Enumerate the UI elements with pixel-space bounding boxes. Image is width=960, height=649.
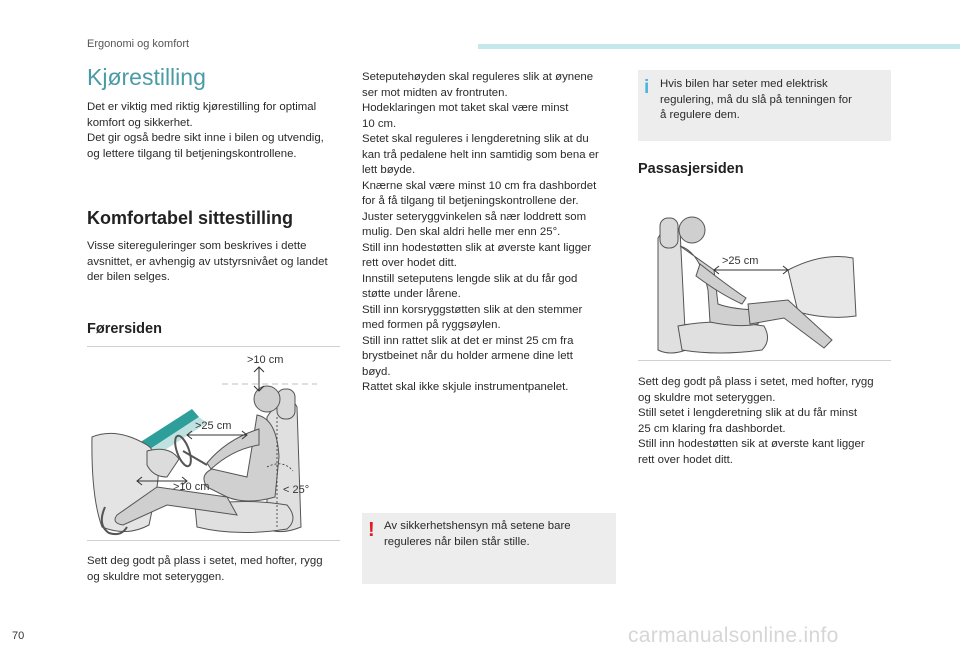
header-accent-bar [478, 44, 960, 49]
comfort-heading: Komfortabel sittestilling [87, 208, 294, 228]
passenger-caption: Sett deg godt på plass i setet, med hoft… [638, 376, 874, 466]
watermark: carmanualsonline.info [628, 624, 839, 647]
passenger-figure-bottom-rule [638, 360, 891, 361]
info-text: Hvis bilen har seter med elektrisk regul… [660, 78, 852, 121]
passenger-heading: Passasjersiden [638, 161, 744, 177]
info-icon: i [644, 77, 650, 98]
section-label: Ergonomi og komfort [87, 38, 190, 50]
passenger-seating-illustration: >25 cm [657, 216, 857, 354]
driver-caption: Sett deg godt på plass i setet, med hoft… [87, 555, 323, 583]
seat-adjustment-text: Seteputehøyden skal reguleres slik at øy… [362, 71, 599, 393]
label-wheel-distance: >25 cm [195, 420, 231, 432]
label-head-clearance: >10 cm [247, 354, 283, 366]
comfort-text: Visse sitereguleringer som beskrives i d… [87, 240, 328, 283]
label-back-angle: < 25° [283, 484, 309, 496]
info-box: i Hvis bilen har seter med elektrisk reg… [638, 70, 891, 141]
driver-seating-illustration: >10 cm >25 cm >10 cm < 25° [91, 354, 317, 536]
label-passenger-distance: >25 cm [722, 255, 758, 267]
warning-text: Av sikkerhetshensyn må setene bare regul… [384, 520, 571, 548]
label-knee-distance: >10 cm [173, 481, 209, 493]
driver-figure-top-rule [87, 346, 340, 347]
warning-box: ! Av sikkerhetshensyn må setene bare reg… [362, 513, 616, 584]
warning-icon: ! [368, 519, 375, 541]
page-title: Kjørestilling [87, 64, 206, 90]
driver-heading: Førersiden [87, 321, 162, 337]
page-number: 70 [12, 630, 25, 642]
driver-figure-bottom-rule [87, 540, 340, 541]
intro-text: Det er viktig med riktig kjørestilling f… [87, 101, 324, 160]
